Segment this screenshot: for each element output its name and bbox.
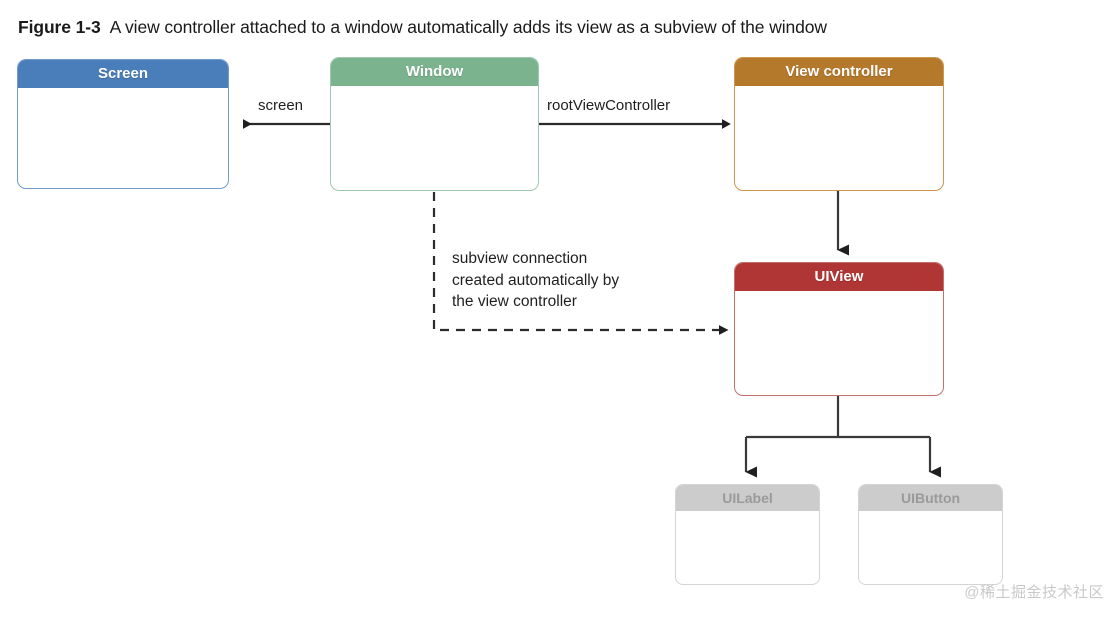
node-uiview[interactable]: UIView bbox=[734, 262, 944, 396]
edge-label-screen: screen bbox=[258, 97, 304, 114]
node-uilabel-title: UILabel bbox=[676, 485, 819, 511]
node-view-controller-title: View controller bbox=[735, 58, 943, 86]
node-uilabel[interactable]: UILabel bbox=[675, 484, 820, 585]
subview-note-line-2: created automatically by bbox=[452, 271, 620, 289]
node-window[interactable]: Window bbox=[330, 57, 539, 191]
subview-note-line-1: subview connection bbox=[452, 250, 588, 267]
figure-description: A view controller attached to a window a… bbox=[109, 17, 827, 37]
node-screen[interactable]: Screen bbox=[17, 59, 229, 189]
node-uibutton[interactable]: UIButton bbox=[858, 484, 1003, 585]
node-uiview-title: UIView bbox=[735, 263, 943, 291]
subview-note-line-3: the view controller bbox=[452, 293, 577, 310]
node-uibutton-title: UIButton bbox=[859, 485, 1002, 511]
watermark: @稀土掘金技术社区 bbox=[964, 584, 1104, 601]
edge-label-root-view-controller: rootViewController bbox=[547, 97, 671, 114]
node-window-title: Window bbox=[331, 58, 538, 86]
node-view-controller[interactable]: View controller bbox=[734, 57, 944, 191]
edge-uiview-to-subviews bbox=[744, 396, 941, 478]
figure-number: Figure 1-3 bbox=[18, 17, 101, 37]
figure-caption: Figure 1-3 A view controller attached to … bbox=[18, 17, 827, 38]
edge-label-subview-connection: subview connection created automatically… bbox=[452, 248, 619, 313]
node-screen-title: Screen bbox=[18, 60, 228, 88]
